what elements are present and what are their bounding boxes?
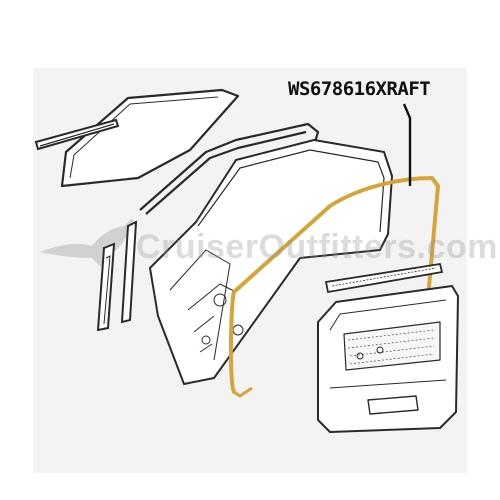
glass-run-channel-front <box>96 242 116 332</box>
outer-belt-moulding <box>34 118 120 151</box>
glass-run-channel-rear <box>120 220 138 324</box>
label-leader-line <box>402 103 412 186</box>
watermark-text: CruiserOutfitters.com.au <box>136 228 500 266</box>
glass-run-weatherstrip <box>139 122 320 215</box>
kangaroo-logo-icon <box>40 218 134 268</box>
door-shell <box>149 139 393 385</box>
door-weatherstrip-seal-highlighted <box>228 176 440 394</box>
part-number-label: WS678616XRAFT <box>288 78 431 100</box>
inner-belt-weatherstrip <box>324 262 444 294</box>
door-trim-panel <box>317 285 459 433</box>
